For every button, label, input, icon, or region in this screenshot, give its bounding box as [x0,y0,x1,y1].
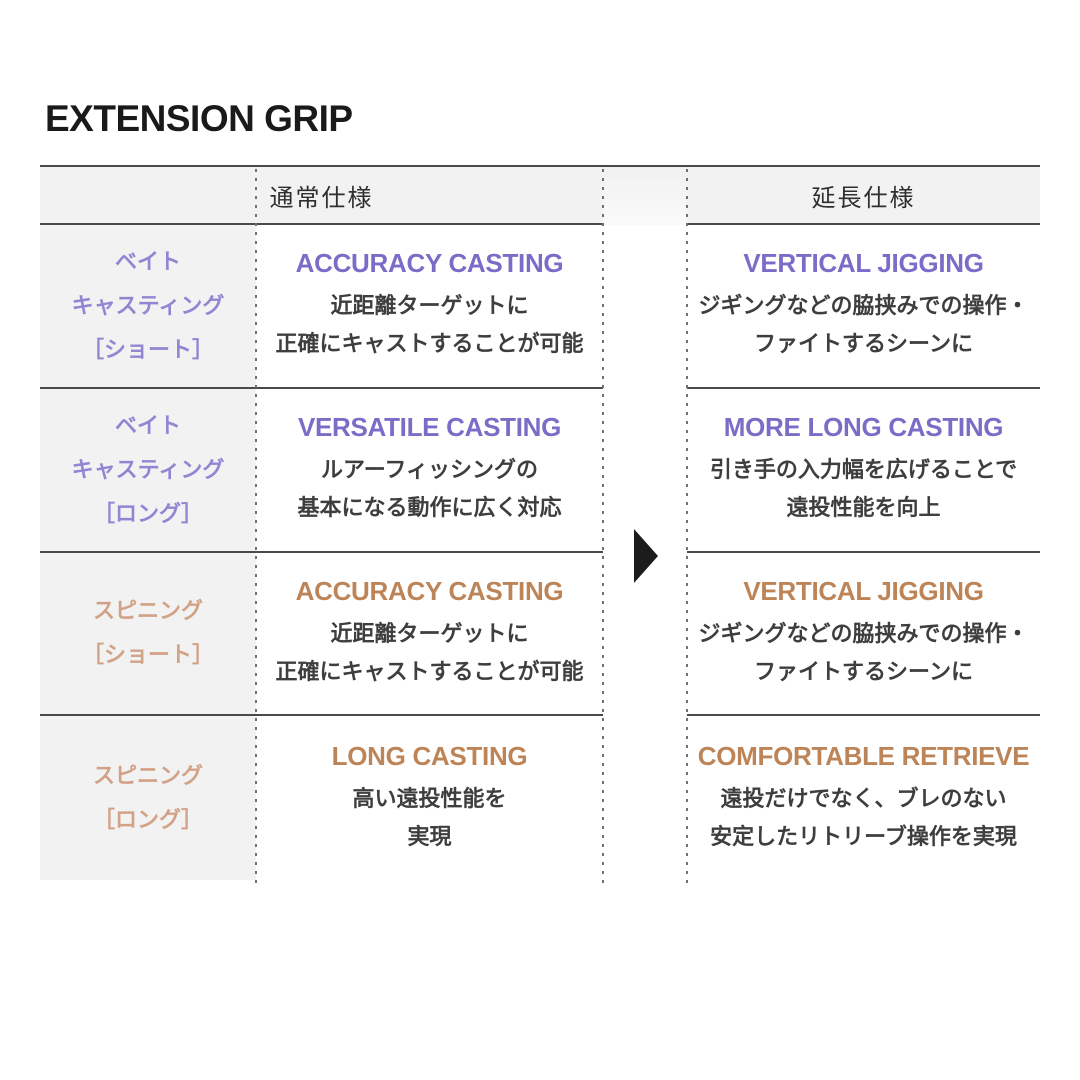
arrow-right-icon [634,529,658,583]
spec-heading: LONG CASTING [331,740,528,771]
table-gap [603,716,687,880]
normal-spec-cell: LONG CASTING 高い遠投性能を 実現 [256,716,603,880]
normal-spec-cell: ACCURACY CASTING 近距離ターゲットに 正確にキャストすることが可… [256,553,603,717]
dotted-divider-label [255,169,257,887]
comparison-table: 通常仕様 延長仕様 ベイト キャスティング ［ショート］ ACCURACY CA… [40,165,1040,887]
header-gap [603,167,687,225]
spec-description-line: 基本になる動作に広く対応 [297,495,562,521]
row-label-spinning-long: スピニング ［ロング］ [40,716,256,880]
dotted-divider-left-section [602,169,604,887]
row-label-line: ［ショート］ [81,336,214,362]
spec-description-line: 遠投だけでなく、ブレのない [720,785,1007,811]
spec-description-line: ファイトするシーンに [754,658,973,684]
spec-heading: VERSATILE CASTING [297,412,562,443]
spec-description-line: 安定したリトリーブ操作を実現 [710,823,1017,849]
spec-description-line: 正確にキャストすることが可能 [275,658,584,684]
spec-description-line: 高い遠投性能を [352,785,507,811]
extended-spec-cell: VERTICAL JIGGING ジギングなどの脇挟みでの操作・ ファイトするシ… [687,225,1040,389]
extended-spec-cell: VERTICAL JIGGING ジギングなどの脇挟みでの操作・ ファイトするシ… [687,553,1040,717]
row-label-line: キャスティング [71,456,225,482]
spec-description-line: 実現 [407,823,452,849]
row-label-line: ベイト [114,248,181,274]
spec-heading: VERTICAL JIGGING [743,575,984,606]
spec-description-line: ルアーフィッシングの [321,457,538,483]
row-label-bait-casting-long: ベイト キャスティング ［ロング］ [40,388,256,553]
spec-description-line: 正確にキャストすることが可能 [275,331,584,357]
row-label-line: ベイト [114,412,181,438]
spec-description-line: ファイトするシーンに [754,331,973,357]
page-title: EXTENSION GRIP [45,98,353,139]
row-label-spinning-short: スピニング ［ショート］ [40,552,256,717]
table-gap [603,225,687,389]
row-label-line: キャスティング [71,292,225,318]
row-label-bait-casting-short: ベイト キャスティング ［ショート］ [40,225,256,389]
extended-spec-cell: MORE LONG CASTING 引き手の入力幅を広げることで 遠投性能を向上 [687,389,1040,553]
spec-heading: ACCURACY CASTING [295,248,564,279]
row-label-line: ［ロング］ [92,807,203,833]
spec-description-line: 近距離ターゲットに [330,620,529,646]
extended-spec-cell: COMFORTABLE RETRIEVE 遠投だけでなく、ブレのない 安定したリ… [687,716,1040,880]
spec-description-line: 近距離ターゲットに [330,293,529,319]
row-label-line: ［ロング］ [92,500,203,526]
spec-heading: COMFORTABLE RETRIEVE [697,740,1030,771]
row-label-line: スピニング [92,598,203,624]
spec-heading: VERTICAL JIGGING [743,248,984,279]
spec-description-line: ジギングなどの脇挟みでの操作・ [698,293,1029,319]
dotted-divider-right-section [686,169,688,887]
header-normal-spec: 通常仕様 [40,167,603,225]
spec-description-line: 遠投性能を向上 [786,495,941,521]
spec-description-line: 引き手の入力幅を広げることで [709,457,1018,483]
spec-description-line: ジギングなどの脇挟みでの操作・ [698,620,1029,646]
normal-spec-cell: VERSATILE CASTING ルアーフィッシングの 基本になる動作に広く対… [256,389,603,553]
spec-heading: MORE LONG CASTING [723,412,1004,443]
row-label-line: スピニング [92,763,203,789]
spec-heading: ACCURACY CASTING [295,575,564,606]
row-label-line: ［ショート］ [81,642,214,668]
header-extended-spec: 延長仕様 [687,167,1040,225]
table-gap [603,389,687,553]
normal-spec-cell: ACCURACY CASTING 近距離ターゲットに 正確にキャストすることが可… [256,225,603,389]
